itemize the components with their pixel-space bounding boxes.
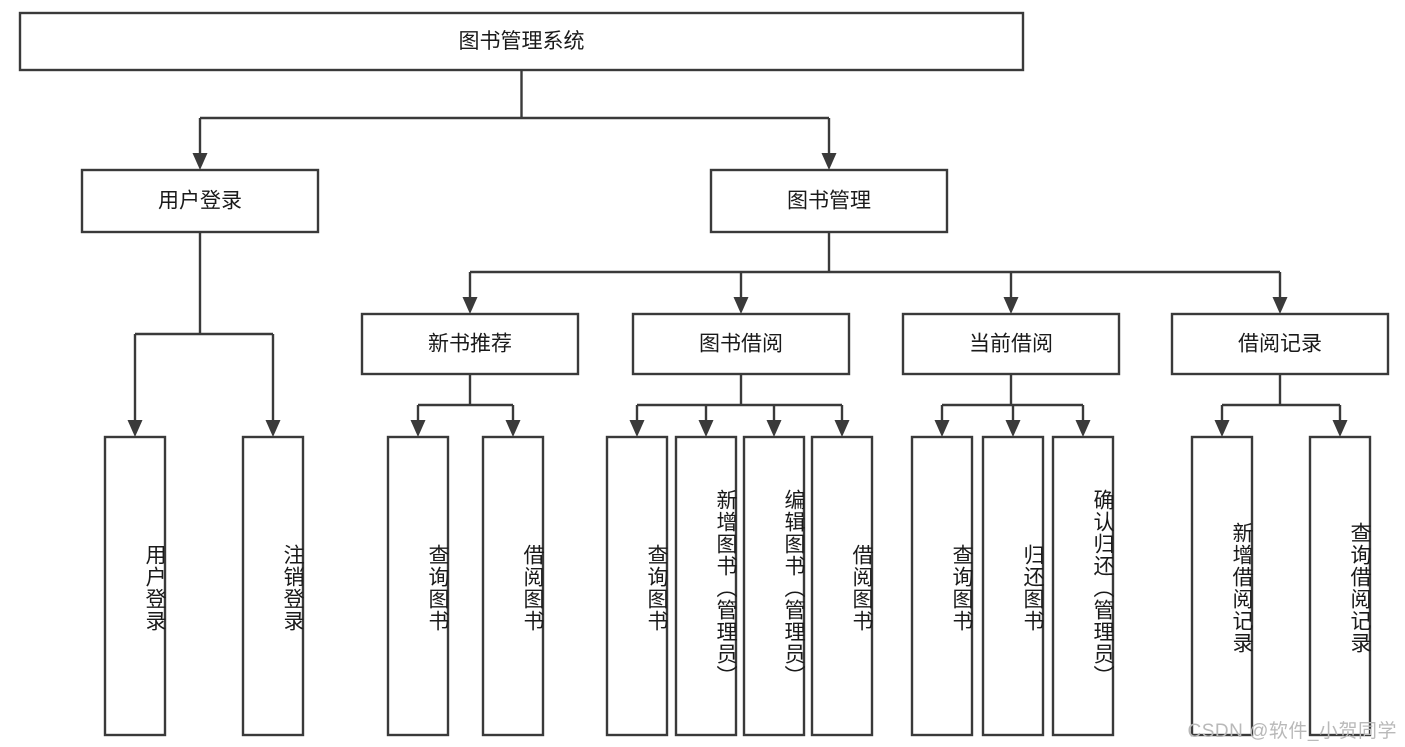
arrow-into-cb-return-book [1005,420,1021,437]
node-root-box[interactable] [18,11,1025,72]
arrow-into-br-query-record [1332,420,1348,437]
arrow-into-bb-borrow-book [834,420,850,437]
node-cb-confirm-return-box[interactable] [1051,435,1115,737]
node-cb-return-book-box[interactable] [981,435,1045,737]
arrow-into-borrow-record [1272,297,1288,314]
node-new-book-recommend-box[interactable] [360,312,580,376]
node-user-login-do-box[interactable] [103,435,167,737]
arrow-into-current-borrow [1003,297,1019,314]
node-book-manage-label: 图书管理 [787,190,871,213]
node-borrow-record-label: 借阅记录 [1238,333,1322,356]
arrow-into-nbr-query-book [410,420,426,437]
arrow-into-nbr-borrow-book [505,420,521,437]
node-bb-query-book-box[interactable] [605,435,669,737]
arrow-into-bb-add-book [698,420,714,437]
arrow-into-book-manage [821,153,837,170]
node-user-login-box[interactable] [80,168,320,234]
arrow-into-cb-confirm-return [1075,420,1091,437]
node-book-manage-box[interactable] [709,168,949,234]
node-bb-edit-book-box[interactable] [742,435,806,737]
arrow-into-new-book-recommend [462,297,478,314]
node-current-borrow-label: 当前借阅 [969,333,1053,356]
arrow-into-book-borrow [733,297,749,314]
node-bb-borrow-book-box[interactable] [810,435,874,737]
node-book-borrow-label: 图书借阅 [699,333,783,356]
node-br-query-record-box[interactable] [1308,435,1372,737]
node-borrow-record-box[interactable] [1170,312,1390,376]
arrow-into-bb-edit-book [766,420,782,437]
arrow-into-user-login-do [127,420,143,437]
node-root-label: 图书管理系统 [459,30,585,53]
arrow-into-br-add-record [1214,420,1230,437]
watermark-text: CSDN @软件_小贺同学 [1187,721,1397,742]
node-br-add-record-box[interactable] [1190,435,1254,737]
node-nbr-borrow-book-box[interactable] [481,435,545,737]
node-new-book-recommend-label: 新书推荐 [428,333,512,356]
node-nbr-query-book-box[interactable] [386,435,450,737]
connectors-layer [127,70,1348,437]
node-user-login-label: 用户登录 [158,190,242,213]
node-book-borrow-box[interactable] [631,312,851,376]
arrow-into-bb-query-book [629,420,645,437]
arrow-into-user-logout [265,420,281,437]
boxes-layer [18,11,1390,737]
node-cb-query-book-box[interactable] [910,435,974,737]
arrow-into-user-login [192,153,208,170]
arrow-into-cb-query-book [934,420,950,437]
node-current-borrow-box[interactable] [901,312,1121,376]
node-bb-add-book-box[interactable] [674,435,738,737]
node-user-logout-box[interactable] [241,435,305,737]
